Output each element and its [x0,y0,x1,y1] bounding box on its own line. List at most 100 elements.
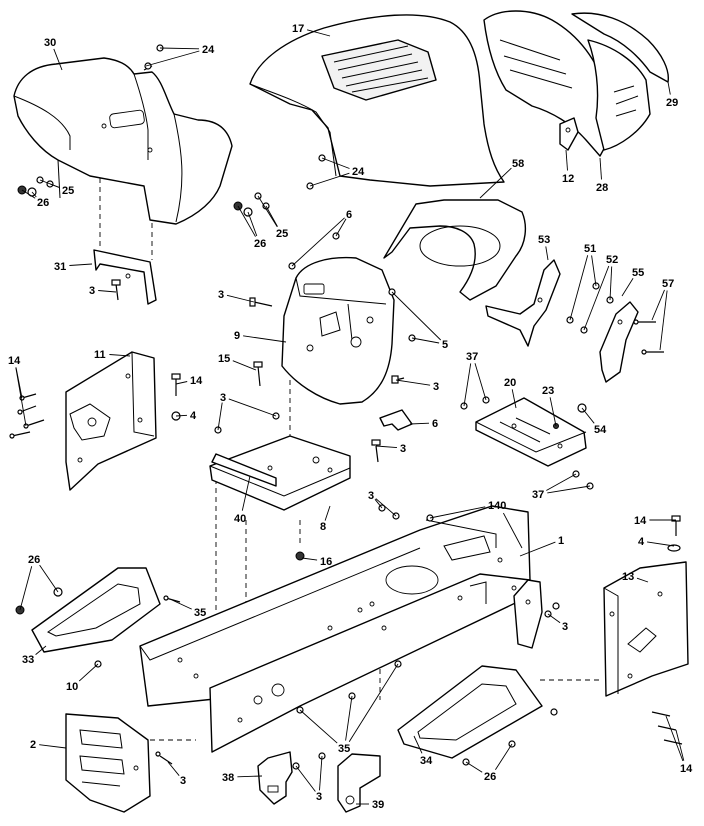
callout-label: 26 [37,197,49,209]
leader-line [309,172,350,187]
leader-line [465,761,483,773]
leader-line [511,389,517,409]
leader-line [599,157,602,180]
callout-53: 53 [538,234,550,261]
leader-line [21,189,36,199]
leader-line [49,183,60,189]
callout-25: 25 [257,195,288,240]
angle-bracket [211,453,277,487]
callout-label: 14 [680,763,693,775]
callout-label: 35 [338,743,350,755]
callout-label: 58 [512,158,524,170]
callout-label: 14 [8,355,21,367]
left-side-panel [65,351,157,491]
callout-14: 14 [665,715,693,775]
callout-14: 14 [8,355,27,427]
callout-label: 3 [220,392,226,404]
leader-line [463,363,472,407]
callout-2: 2 [30,739,67,751]
leader-line [375,498,397,517]
callout-54: 54 [581,407,607,436]
leader-line [495,743,513,771]
leader-line [295,765,316,792]
leader-line [159,47,200,50]
callout-6: 6 [291,209,352,267]
callout-label: 39 [372,799,384,811]
lower-bracket-right [337,753,381,813]
steering-support-plate [209,435,351,511]
leader-line [345,695,353,741]
callout-label: 26 [254,238,266,250]
callout-3: 3 [368,490,397,517]
callout-label: 13 [622,571,634,583]
leader-line [19,566,33,611]
pivot-bracket [599,301,639,383]
rear-fender [13,57,233,225]
callout-4: 4 [175,410,197,422]
callout-3: 3 [167,761,186,787]
callout-35: 35 [171,599,206,619]
callout-label: 31 [54,261,66,273]
callout-label: 3 [368,490,374,502]
callout-label: 3 [218,289,224,301]
leader-line [324,505,331,521]
callout-label: 33 [22,654,34,666]
leader-line [591,255,597,287]
callout-17: 17 [292,23,331,37]
callout-13: 13 [622,571,649,583]
callout-3: 3 [89,285,117,297]
callout-label: 51 [584,243,596,255]
leader-line [247,211,258,237]
leader-line [35,645,47,655]
callout-11: 11 [94,349,131,361]
hood-pan [383,199,527,301]
callout-23: 23 [542,385,557,427]
callout-12: 12 [562,149,574,185]
callout-label: 29 [666,97,678,109]
leader-line [659,290,668,351]
dash-panel [281,256,395,405]
leader-line [319,755,323,791]
callout-label: 30 [44,37,56,49]
leader-line [257,195,278,227]
leader-line [581,407,595,424]
callout-24: 24 [145,44,215,67]
callout-label: 23 [542,385,554,397]
leader-line [335,218,347,237]
leader-line [545,246,549,261]
leader-line [609,266,613,301]
leader-line [175,414,188,417]
leader-line [145,50,200,67]
fender-bracket [93,249,157,305]
callout-label: 4 [638,536,645,548]
callout-label: 35 [194,607,206,619]
front-frame-plate [65,713,151,813]
callout-label: 12 [562,173,574,185]
callout-label: 24 [202,44,215,56]
leader-line [232,360,257,371]
leader-line [175,381,188,385]
leader-line [15,367,27,427]
leader-line [243,335,287,343]
callout-label: 10 [66,681,78,693]
callout-label: 38 [222,772,234,784]
leader-line [636,577,649,583]
callout-9: 9 [234,330,287,343]
leader-line [391,291,442,341]
leader-line [667,81,671,95]
callout-label: 40 [234,513,246,525]
callout-label: 54 [594,424,607,436]
callout-29: 29 [666,81,678,109]
callout-28: 28 [596,157,608,194]
leader-line [675,729,685,761]
callout-3: 3 [375,443,406,455]
callout-label: 16 [320,556,332,568]
callout-57: 57 [651,278,674,351]
leader-line [171,599,192,610]
leader-line [479,167,512,199]
leader-line [306,29,331,37]
right-footrest [397,665,543,759]
callout-37: 37 [532,473,591,501]
callout-label: 2 [30,739,36,751]
